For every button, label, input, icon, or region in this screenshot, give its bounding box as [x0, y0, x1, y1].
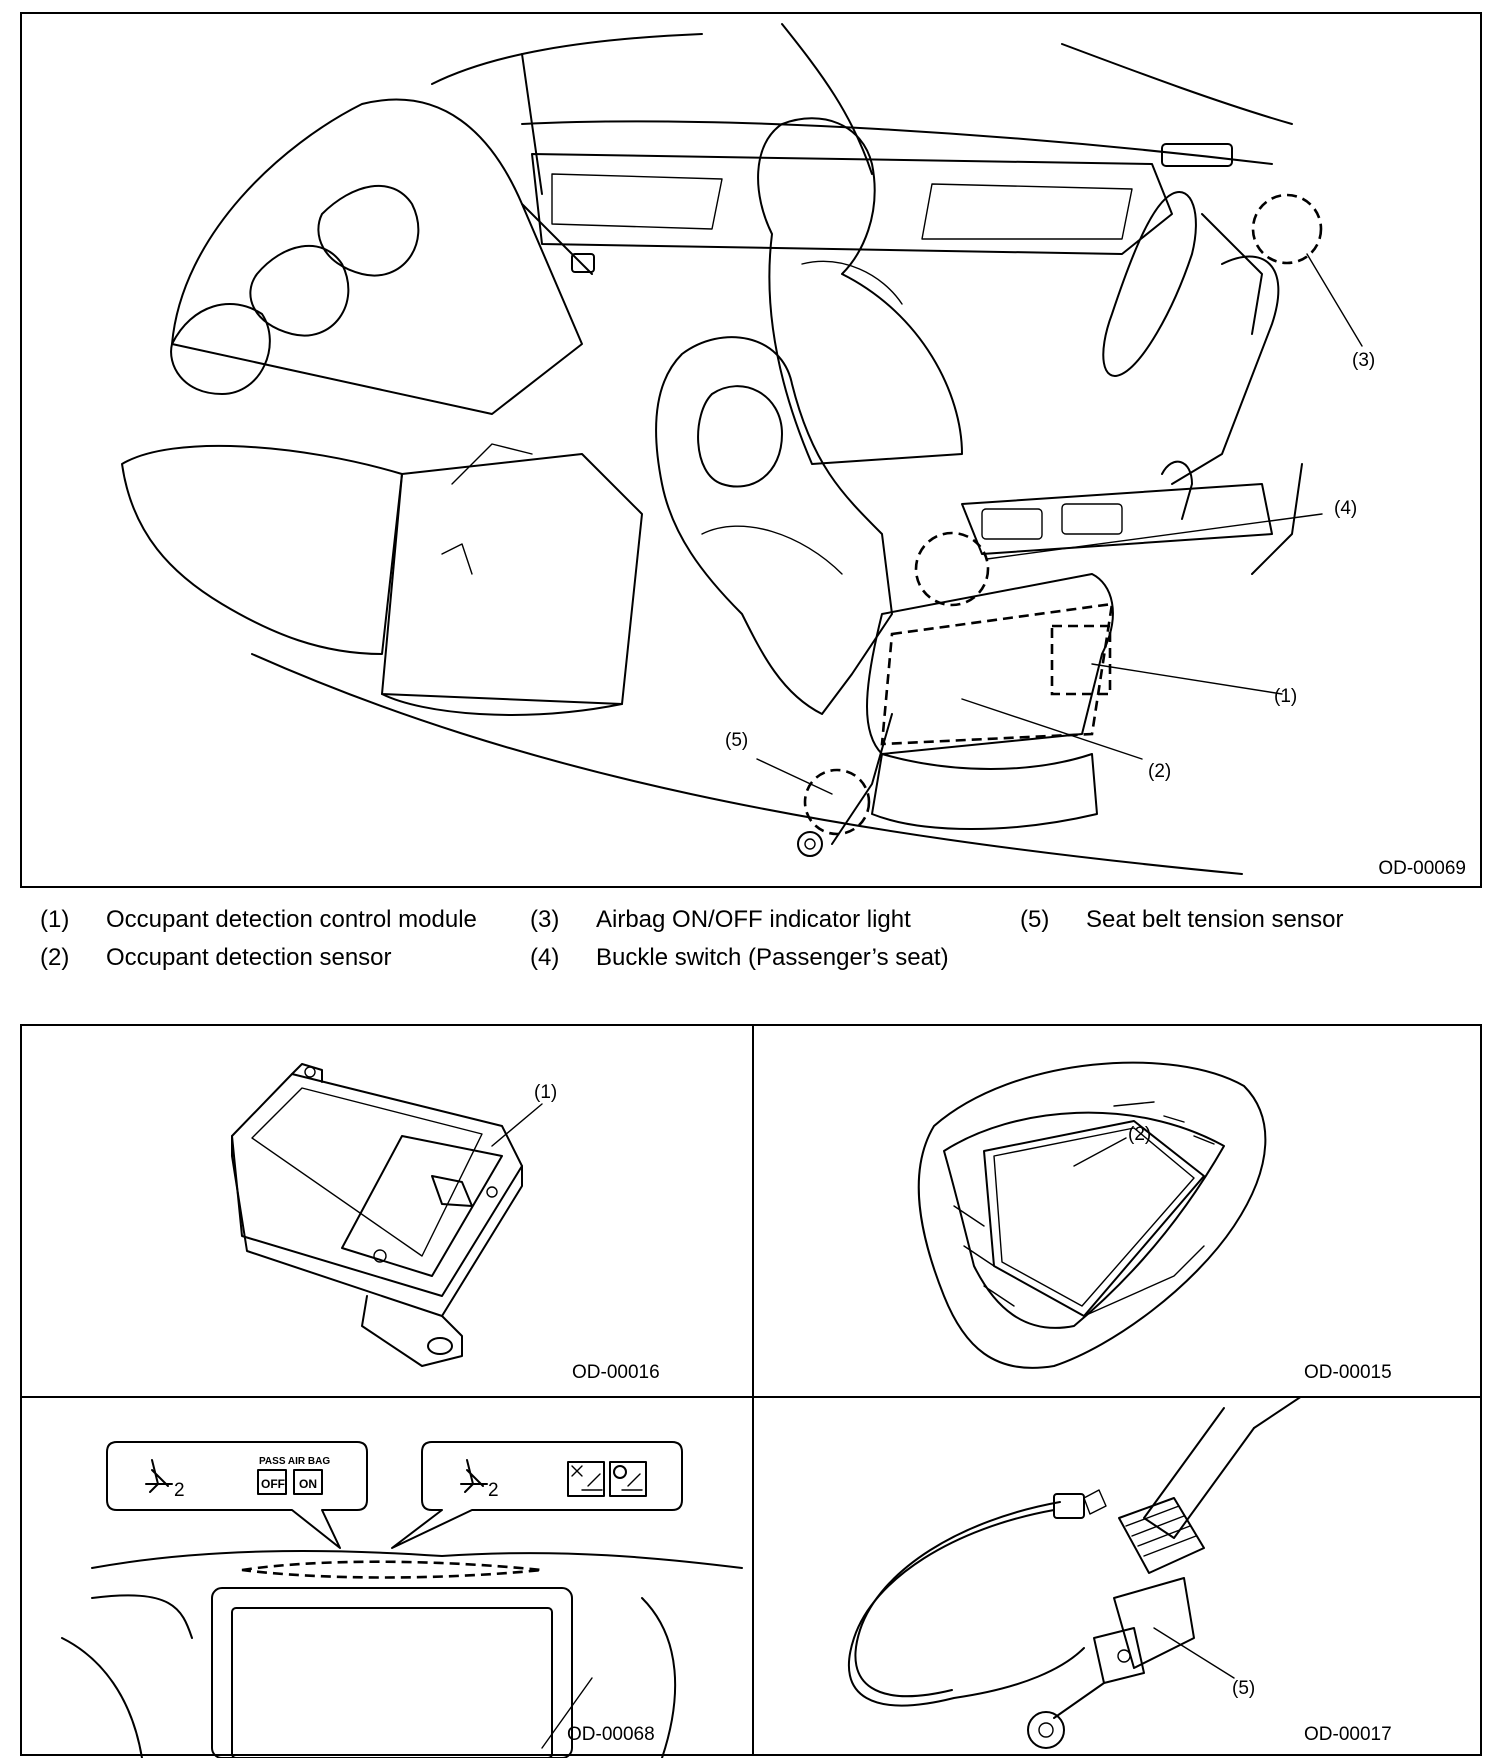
legend-num: (2) — [40, 944, 70, 971]
control-module-panel: (1) OD-00016 — [20, 1024, 754, 1398]
legend-text: Occupant detection control module — [106, 906, 477, 933]
figure-code: OD-00069 — [1378, 858, 1466, 879]
legend-num: (5) — [1020, 906, 1050, 933]
legend-text: Seat belt tension sensor — [1086, 906, 1344, 933]
legend-num: (1) — [40, 906, 70, 933]
legend-num: (3) — [530, 906, 560, 933]
seat-cushion-illustration: (2) — [917, 1061, 1267, 1369]
callout-4: (4) — [1334, 498, 1357, 519]
vehicle-interior-illustration: (3) (4) (1) (2) (5) — [121, 23, 1375, 875]
callout-2: (2) — [1128, 1124, 1151, 1145]
indicator-digit: 2 — [174, 1480, 185, 1501]
legend-text: Buckle switch (Passenger’s seat) — [596, 944, 949, 971]
on-label: ON — [299, 1477, 317, 1491]
figure-code: OD-00015 — [1304, 1362, 1392, 1383]
main-figure-panel: (3) (4) (1) (2) (5) OD-00069 — [20, 12, 1482, 888]
callout-5: (5) — [725, 730, 748, 751]
legend-text: Airbag ON/OFF indicator light — [596, 906, 911, 933]
callout-1: (1) — [1274, 686, 1297, 707]
figure-code: OD-00068 — [567, 1724, 655, 1745]
figure-code: OD-00017 — [1304, 1724, 1392, 1745]
pass-air-bag-label: PASS AIR BAG — [259, 1456, 330, 1467]
callout-1: (1) — [534, 1082, 557, 1103]
control-module-illustration: (1) — [231, 1063, 557, 1367]
callout-5: (5) — [1232, 1678, 1255, 1699]
legend: (1) Occupant detection control module (2… — [40, 906, 1480, 986]
callout-3: (3) — [1352, 350, 1375, 371]
dashboard-illustration: 2 2 PASS AIR BAG OFF ON — [61, 1441, 743, 1758]
callout-2: (2) — [1148, 761, 1171, 782]
tension-sensor-illustration: (5) — [848, 1398, 1301, 1749]
indicator-digit: 2 — [488, 1480, 499, 1501]
indicator-light-panel: 2 2 PASS AIR BAG OFF ON OD-00068 — [20, 1396, 754, 1758]
tension-sensor-panel: (5) OD-00017 — [752, 1396, 1482, 1756]
occupant-sensor-panel: (2) OD-00015 — [752, 1024, 1482, 1398]
legend-text: Occupant detection sensor — [106, 944, 392, 971]
legend-num: (4) — [530, 944, 560, 971]
off-label: OFF — [261, 1477, 285, 1491]
figure-code: OD-00016 — [572, 1362, 660, 1383]
